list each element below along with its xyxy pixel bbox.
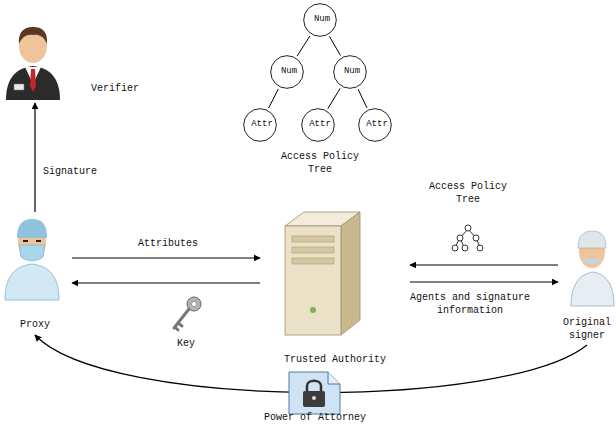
- server-icon: [285, 212, 360, 335]
- edge-label: Access Policy Tree: [425, 180, 511, 206]
- document-lock-icon-part: [328, 372, 340, 384]
- verifier-person-icon: [6, 27, 60, 100]
- policy-tree-icon-part: [477, 245, 483, 251]
- server-icon-part: [341, 212, 360, 335]
- document-with-label: Power of Attorney: [248, 368, 382, 426]
- document-lock-icon: [289, 372, 340, 414]
- person-with-label: Verifier: [5, 25, 141, 103]
- arrow-connector: [72, 257, 260, 258]
- server-icon-part: [310, 307, 316, 313]
- server-icon-part: [292, 236, 334, 242]
- node-label: Verifier: [91, 83, 139, 96]
- document-lock-icon-part: [289, 372, 340, 414]
- tree-circle-node: Num: [301, 3, 339, 37]
- caption-label: Access Policy Tree: [277, 150, 363, 176]
- proxy-doctor-icon: [5, 219, 59, 300]
- policy-tree-icon-part: [473, 235, 479, 241]
- proxy-doctor-icon-part: [36, 240, 41, 242]
- proxy-doctor-icon-part: [17, 219, 47, 238]
- node-label: Attr: [243, 119, 281, 130]
- tree-branch: [329, 36, 340, 55]
- node-label: Original signer: [560, 317, 614, 342]
- arrow-connector: [410, 281, 558, 282]
- policy-tree-icon-part: [462, 245, 468, 251]
- key-icon: [174, 297, 201, 330]
- arrow-connector: [410, 264, 558, 265]
- signer-nurse-icon-part: [571, 272, 614, 306]
- tree-circle-node: Num: [331, 55, 369, 89]
- node-label: Trusted Authority: [262, 354, 408, 367]
- arrow-connector: [34, 103, 35, 212]
- verifier-person-icon-part: [14, 84, 24, 90]
- person-with-label: Original signer: [558, 228, 616, 344]
- key-icon-part: [174, 309, 189, 330]
- node-label: Attr: [358, 119, 396, 130]
- arrow-connector: [72, 282, 260, 283]
- tree-circle-node: Attr: [299, 108, 337, 142]
- signer-nurse-icon: [571, 231, 614, 306]
- policy-tree-icon-part: [457, 235, 463, 241]
- edge-label: Attributes: [137, 237, 199, 250]
- node-label: Num: [270, 66, 308, 77]
- node-label: Num: [333, 66, 371, 77]
- verifier-person-icon-part: [6, 66, 60, 100]
- edge-label: Signature: [42, 165, 98, 178]
- tree-branch: [328, 88, 340, 108]
- node-label: Num: [303, 14, 341, 25]
- verifier-person-icon-part: [19, 27, 47, 44]
- proxy-doctor-icon-part: [23, 240, 28, 242]
- person-with-label: Proxy: [0, 212, 72, 334]
- node-label: Attr: [301, 119, 339, 130]
- node-label: Power of Attorney: [250, 412, 380, 425]
- tree-branch: [269, 89, 279, 108]
- document-lock-icon-part: [307, 381, 321, 392]
- server-icon-part: [292, 258, 334, 264]
- proxy-doctor-icon-part: [5, 264, 59, 300]
- server-icon-part: [285, 226, 341, 335]
- policy-tree-icon-part: [465, 225, 471, 231]
- key-icon-part: [192, 302, 197, 307]
- verifier-person-icon-part: [30, 69, 36, 92]
- policy-tree-icon-part: [455, 229, 480, 247]
- tree-circle-node: Num: [268, 55, 306, 89]
- document-lock-icon-part: [303, 391, 325, 407]
- signer-nurse-icon-part: [578, 231, 606, 248]
- edge-label: Key: [176, 337, 196, 350]
- policy-tree-icon: [452, 225, 483, 251]
- tree-circle-node: Attr: [241, 108, 279, 142]
- server-with-label: Trusted Authority: [260, 208, 410, 368]
- edge-label: Agents and signature information: [405, 291, 535, 317]
- signer-nurse-icon-part: [583, 258, 601, 264]
- tree-circle-node: Attr: [356, 108, 394, 142]
- node-label: Proxy: [0, 319, 70, 332]
- tree-branch: [297, 36, 310, 56]
- policy-tree-icon-part: [452, 245, 458, 251]
- server-icon-part: [292, 247, 334, 253]
- tree-branch: [358, 89, 367, 108]
- document-lock-icon-part: [312, 396, 316, 400]
- proxy-doctor-icon-part: [19, 245, 45, 261]
